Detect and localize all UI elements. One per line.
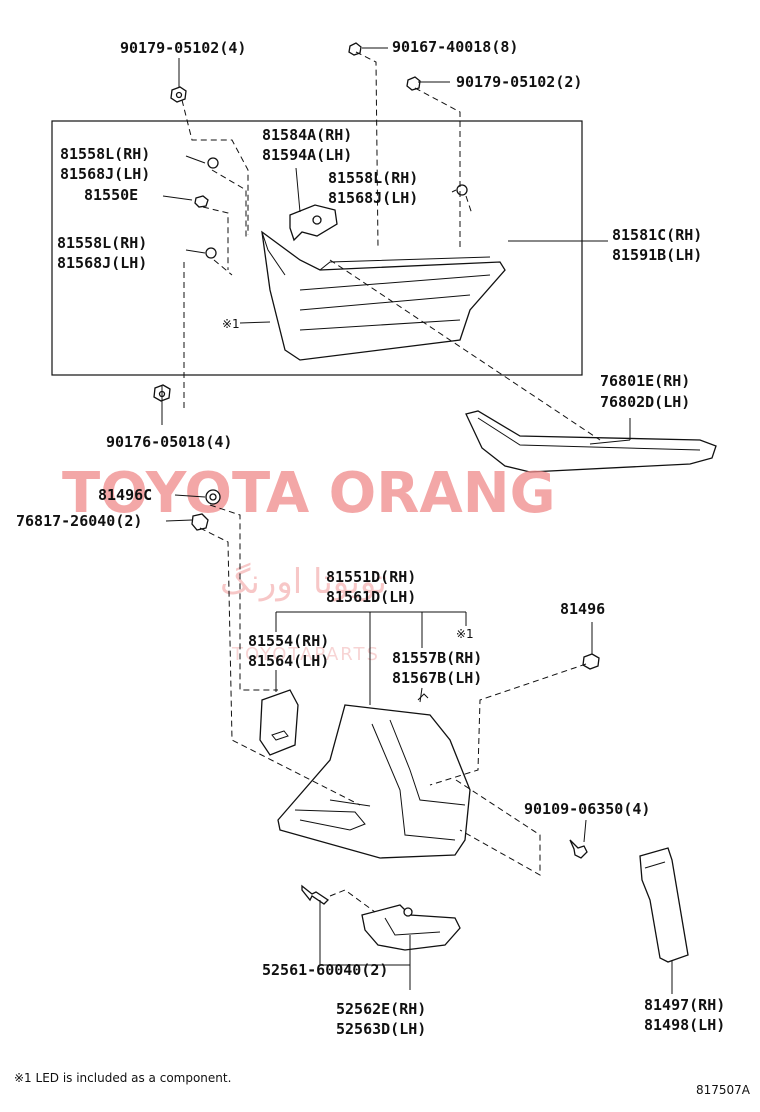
dashed-assembly-lines xyxy=(181,51,601,913)
label-81496c: 81496C xyxy=(98,486,152,504)
leader-lines xyxy=(161,47,673,994)
label-81554: 81554(RH) xyxy=(248,632,329,650)
watermark-sub: TOYOTAPARTS xyxy=(231,644,380,665)
footnote: ※1 LED is included as a component. xyxy=(14,1071,231,1085)
clip-81558l-b xyxy=(456,184,468,196)
rear-lamp-81551d xyxy=(277,693,471,859)
screw-81550e xyxy=(194,195,209,208)
label-81558l-a: 81558L(RH) xyxy=(60,145,150,163)
label-90176-05018: 90176-05018(4) xyxy=(106,433,232,451)
label-52563d: 52563D(LH) xyxy=(336,1020,426,1038)
cover-81497 xyxy=(639,847,689,963)
label-81561d: 81561D(LH) xyxy=(326,588,416,606)
label-note-mark-1: ※1 xyxy=(222,317,240,331)
reflector-76801e xyxy=(465,410,717,473)
screw-90167 xyxy=(348,42,362,56)
label-81498: 81498(LH) xyxy=(644,1016,725,1034)
label-76801e: 76801E(RH) xyxy=(600,372,690,390)
garnish-group-box xyxy=(51,120,583,376)
label-81564: 81564(LH) xyxy=(248,652,329,670)
label-90109-06350: 90109-06350(4) xyxy=(524,800,650,818)
seal-81554 xyxy=(259,689,299,756)
part-labels: 90179-05102(4) 90167-40018(8) 90179-0510… xyxy=(16,38,725,1038)
nut-90179-right xyxy=(406,76,421,91)
label-90167-40018: 90167-40018(8) xyxy=(392,38,518,56)
label-81591b: 81591B(LH) xyxy=(612,246,702,264)
watermark-persian: تویوتا اورنگ xyxy=(220,562,387,602)
screw-52561 xyxy=(301,884,330,905)
label-81496: 81496 xyxy=(560,600,605,618)
label-81584a: 81584A(RH) xyxy=(262,126,352,144)
label-81550e: 81550E xyxy=(84,186,138,204)
label-81558l-b: 81558L(RH) xyxy=(328,169,418,187)
watermark-main: TOYOTA ORANG xyxy=(62,461,556,526)
label-81551d: 81551D(RH) xyxy=(326,568,416,586)
label-81567b: 81567B(LH) xyxy=(392,669,482,687)
label-90179-05102-4: 90179-05102(4) xyxy=(120,39,246,57)
label-76817-26040: 76817-26040(2) xyxy=(16,512,142,530)
label-81594a: 81594A(LH) xyxy=(262,146,352,164)
label-52562e: 52562E(RH) xyxy=(336,1000,426,1018)
nut-90179-left xyxy=(170,86,187,103)
label-81497: 81497(RH) xyxy=(644,996,725,1014)
label-81557b: 81557B(RH) xyxy=(392,649,482,667)
screw-90109 xyxy=(569,839,588,859)
label-90179-05102-2: 90179-05102(2) xyxy=(456,73,582,91)
clip-81558l-a xyxy=(207,157,219,169)
label-note-mark-2: ※1 xyxy=(456,627,474,641)
label-81568j-a: 81568J(LH) xyxy=(60,165,150,183)
label-81568j-c: 81568J(LH) xyxy=(57,254,147,272)
label-76802d: 76802D(LH) xyxy=(600,393,690,411)
label-81568j-b: 81568J(LH) xyxy=(328,189,418,207)
label-81558l-c: 81558L(RH) xyxy=(57,234,147,252)
diagram-code: 817507A xyxy=(696,1083,751,1097)
nut-81496 xyxy=(582,653,600,670)
label-81581c: 81581C(RH) xyxy=(612,226,702,244)
clip-76817 xyxy=(191,513,209,531)
clip-81558l-c xyxy=(205,247,217,259)
label-52561-60040: 52561-60040(2) xyxy=(262,961,388,979)
